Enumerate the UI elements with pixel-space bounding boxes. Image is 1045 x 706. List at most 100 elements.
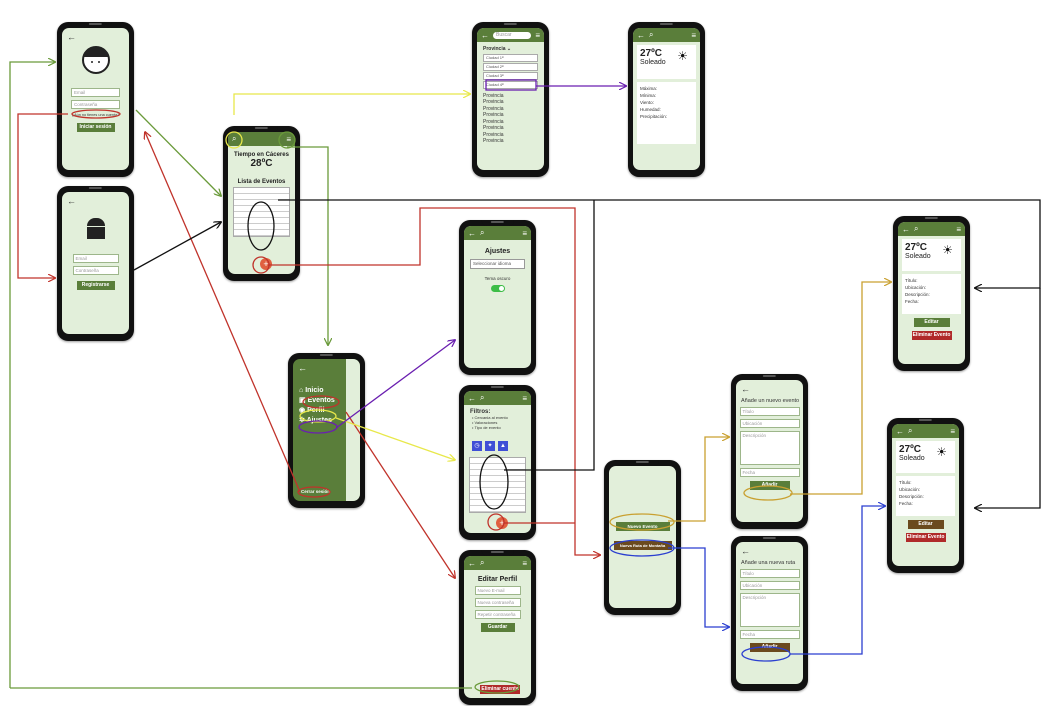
search-icon[interactable]: ⌕ [480, 393, 485, 402]
delete-event-button[interactable]: Eliminar Evento [911, 331, 952, 340]
title-field[interactable]: Título [739, 407, 800, 416]
title-field[interactable]: Título [739, 569, 800, 578]
register-link[interactable]: ¿Aún no tienes una cuenta? [71, 113, 120, 117]
search-icon[interactable]: ⌕ [480, 558, 485, 567]
province-item[interactable]: Provincia [483, 112, 504, 118]
menu-screen: ← ⌂ Inicio ▣ Eventos ◉ Perfil ✲ Ajustes … [288, 353, 365, 508]
route-details: Título: Ubicación: Descripción: Fecha: [896, 476, 955, 516]
filter-option[interactable]: • Tipo de evento [472, 425, 501, 430]
temperature: 28ºC [250, 158, 273, 169]
province-item[interactable]: Provincia [483, 138, 504, 144]
edit-button[interactable]: Editar [907, 520, 944, 529]
province-item[interactable]: Provincia [483, 131, 504, 138]
delete-account-button[interactable]: Eliminar cuenta [480, 685, 520, 694]
search-icon[interactable]: ⌕ [908, 426, 913, 435]
hamburger-menu-icon[interactable]: ≡ [950, 426, 955, 436]
register-button[interactable]: Registrarse [76, 281, 115, 290]
add-button[interactable]: Añadir [749, 481, 790, 490]
hamburger-menu-icon[interactable]: ≡ [522, 393, 527, 403]
sun-icon: ☀ [942, 243, 953, 257]
sun-icon: ☀ [677, 49, 688, 63]
delete-event-button[interactable]: Eliminar Evento [905, 533, 946, 542]
route-detail-screen: ← ⌕ ≡ 27ºC Soleado ☀ Título: Ubicación: De… [887, 418, 964, 573]
city-row[interactable]: Ciudad 2ª [483, 62, 538, 71]
repeat-password-field[interactable]: Repetir contraseña [474, 610, 521, 619]
location-field[interactable]: Ubicación [739, 419, 800, 428]
province-item[interactable]: Provincia [483, 118, 504, 125]
events-list[interactable] [233, 187, 290, 237]
province-item[interactable]: Provincia [483, 99, 504, 105]
back-arrow-icon[interactable]: ← [468, 558, 476, 568]
province-dropdown[interactable]: Provincia ⌄ [483, 46, 512, 52]
settings-title: Ajustes [484, 248, 511, 255]
password-field[interactable]: Contraseña [71, 100, 120, 109]
logout-button[interactable]: Cerrar sesión [301, 489, 331, 494]
city-row[interactable]: Ciudad 3ª [483, 71, 538, 80]
new-password-field[interactable]: Nueva contraseña [474, 598, 521, 607]
email-field[interactable]: Email [71, 88, 120, 97]
new-event-button[interactable]: Nuevo Evento [615, 522, 670, 531]
hamburger-menu-icon[interactable]: ≡ [286, 134, 291, 144]
province-item[interactable]: Provincia [483, 105, 504, 112]
back-arrow-icon[interactable]: ← [468, 228, 476, 238]
back-arrow-icon[interactable]: ← [741, 546, 750, 556]
back-arrow-icon[interactable]: ← [741, 384, 750, 394]
province-item[interactable]: Provincia [483, 92, 504, 99]
hamburger-menu-icon[interactable]: ≡ [956, 224, 961, 234]
description-field[interactable]: Descripción [739, 431, 800, 465]
hamburger-menu-icon[interactable]: ≡ [522, 228, 527, 238]
back-arrow-icon[interactable]: ← [67, 32, 76, 42]
clock-icon[interactable]: ◷ [472, 441, 482, 451]
description-field[interactable]: Descripción [739, 593, 800, 627]
new-choice-screen: Nuevo Evento Nueva Ruta de Montaña [604, 460, 681, 615]
add-button[interactable]: Añadir [749, 643, 790, 652]
back-arrow-icon[interactable]: ← [481, 30, 489, 40]
new-route-button[interactable]: Nueva Ruta de Montaña [613, 541, 672, 550]
location-field[interactable]: Ubicación [739, 581, 800, 590]
city-row[interactable]: Ciudad 4ª [483, 80, 538, 89]
event-details: Título: Ubicación: Descripción: Fecha: [902, 274, 961, 314]
dark-mode-toggle[interactable] [490, 285, 505, 292]
search-input[interactable]: Buscar [493, 31, 532, 39]
hamburger-menu-icon[interactable]: ≡ [535, 30, 540, 40]
provinces-screen: ← Buscar≡ Provincia ⌄ Ciudad 1ª Ciudad 2ª… [472, 22, 549, 177]
hamburger-menu-icon[interactable]: ≡ [522, 558, 527, 568]
login-screen: ← Email Contraseña ¿Aún no tienes una cu… [57, 22, 134, 177]
edit-button[interactable]: Editar [913, 318, 950, 327]
back-arrow-icon[interactable]: ← [468, 393, 476, 403]
new-event-title: Añade un nuevo evento [741, 398, 800, 404]
email-field[interactable]: Email [72, 254, 119, 263]
weather-card: 27ºC Soleado ☀ [902, 239, 961, 271]
date-field[interactable]: Fecha [739, 468, 800, 477]
weather-detail-screen: ←⌕≡ 27ºC Soleado ☀ Máxima: Mínima: Vient… [628, 22, 705, 177]
date-field[interactable]: Fecha [739, 630, 800, 639]
sun-icon: ☀ [936, 445, 947, 459]
add-fab-button[interactable]: + [496, 517, 508, 529]
search-icon[interactable]: ⌕ [232, 134, 237, 143]
back-arrow-icon[interactable]: ← [637, 30, 645, 40]
add-fab-button[interactable]: + [260, 258, 272, 270]
language-select[interactable]: Seleccionar idioma [470, 259, 525, 269]
search-icon[interactable]: ⌕ [480, 228, 485, 237]
city-row[interactable]: Ciudad 1ª [483, 53, 538, 62]
flow-arrow-green [135, 109, 221, 196]
login-button[interactable]: Iniciar sesión [76, 123, 115, 132]
password-field[interactable]: Contraseña [72, 266, 119, 275]
search-icon[interactable]: ⌕ [649, 30, 654, 39]
settings-screen: ← ⌕ ≡ Ajustes Seleccionar idioma Tema oscu… [459, 220, 536, 375]
weather-card: 27ºC Soleado ☀ [896, 441, 955, 473]
back-arrow-icon[interactable]: ← [902, 224, 910, 234]
back-arrow-icon[interactable]: ← [67, 196, 76, 206]
events-list[interactable] [469, 457, 526, 513]
new-email-field[interactable]: Nuevo E-mail [474, 586, 521, 595]
province-item[interactable]: Provincia [483, 125, 504, 131]
search-icon[interactable]: ⌕ [914, 224, 919, 233]
back-arrow-icon[interactable]: ← [298, 363, 307, 373]
back-arrow-icon[interactable]: ← [896, 426, 904, 436]
dark-mode-label: Tema oscuro [484, 276, 511, 281]
star-icon[interactable]: ✦ [485, 441, 495, 451]
mountain-icon[interactable]: ▲ [498, 441, 508, 451]
save-button[interactable]: Guardar [480, 623, 515, 632]
new-route-screen: ← Añade una nueva ruta Título Ubicación … [731, 536, 808, 691]
hamburger-menu-icon[interactable]: ≡ [691, 30, 696, 40]
